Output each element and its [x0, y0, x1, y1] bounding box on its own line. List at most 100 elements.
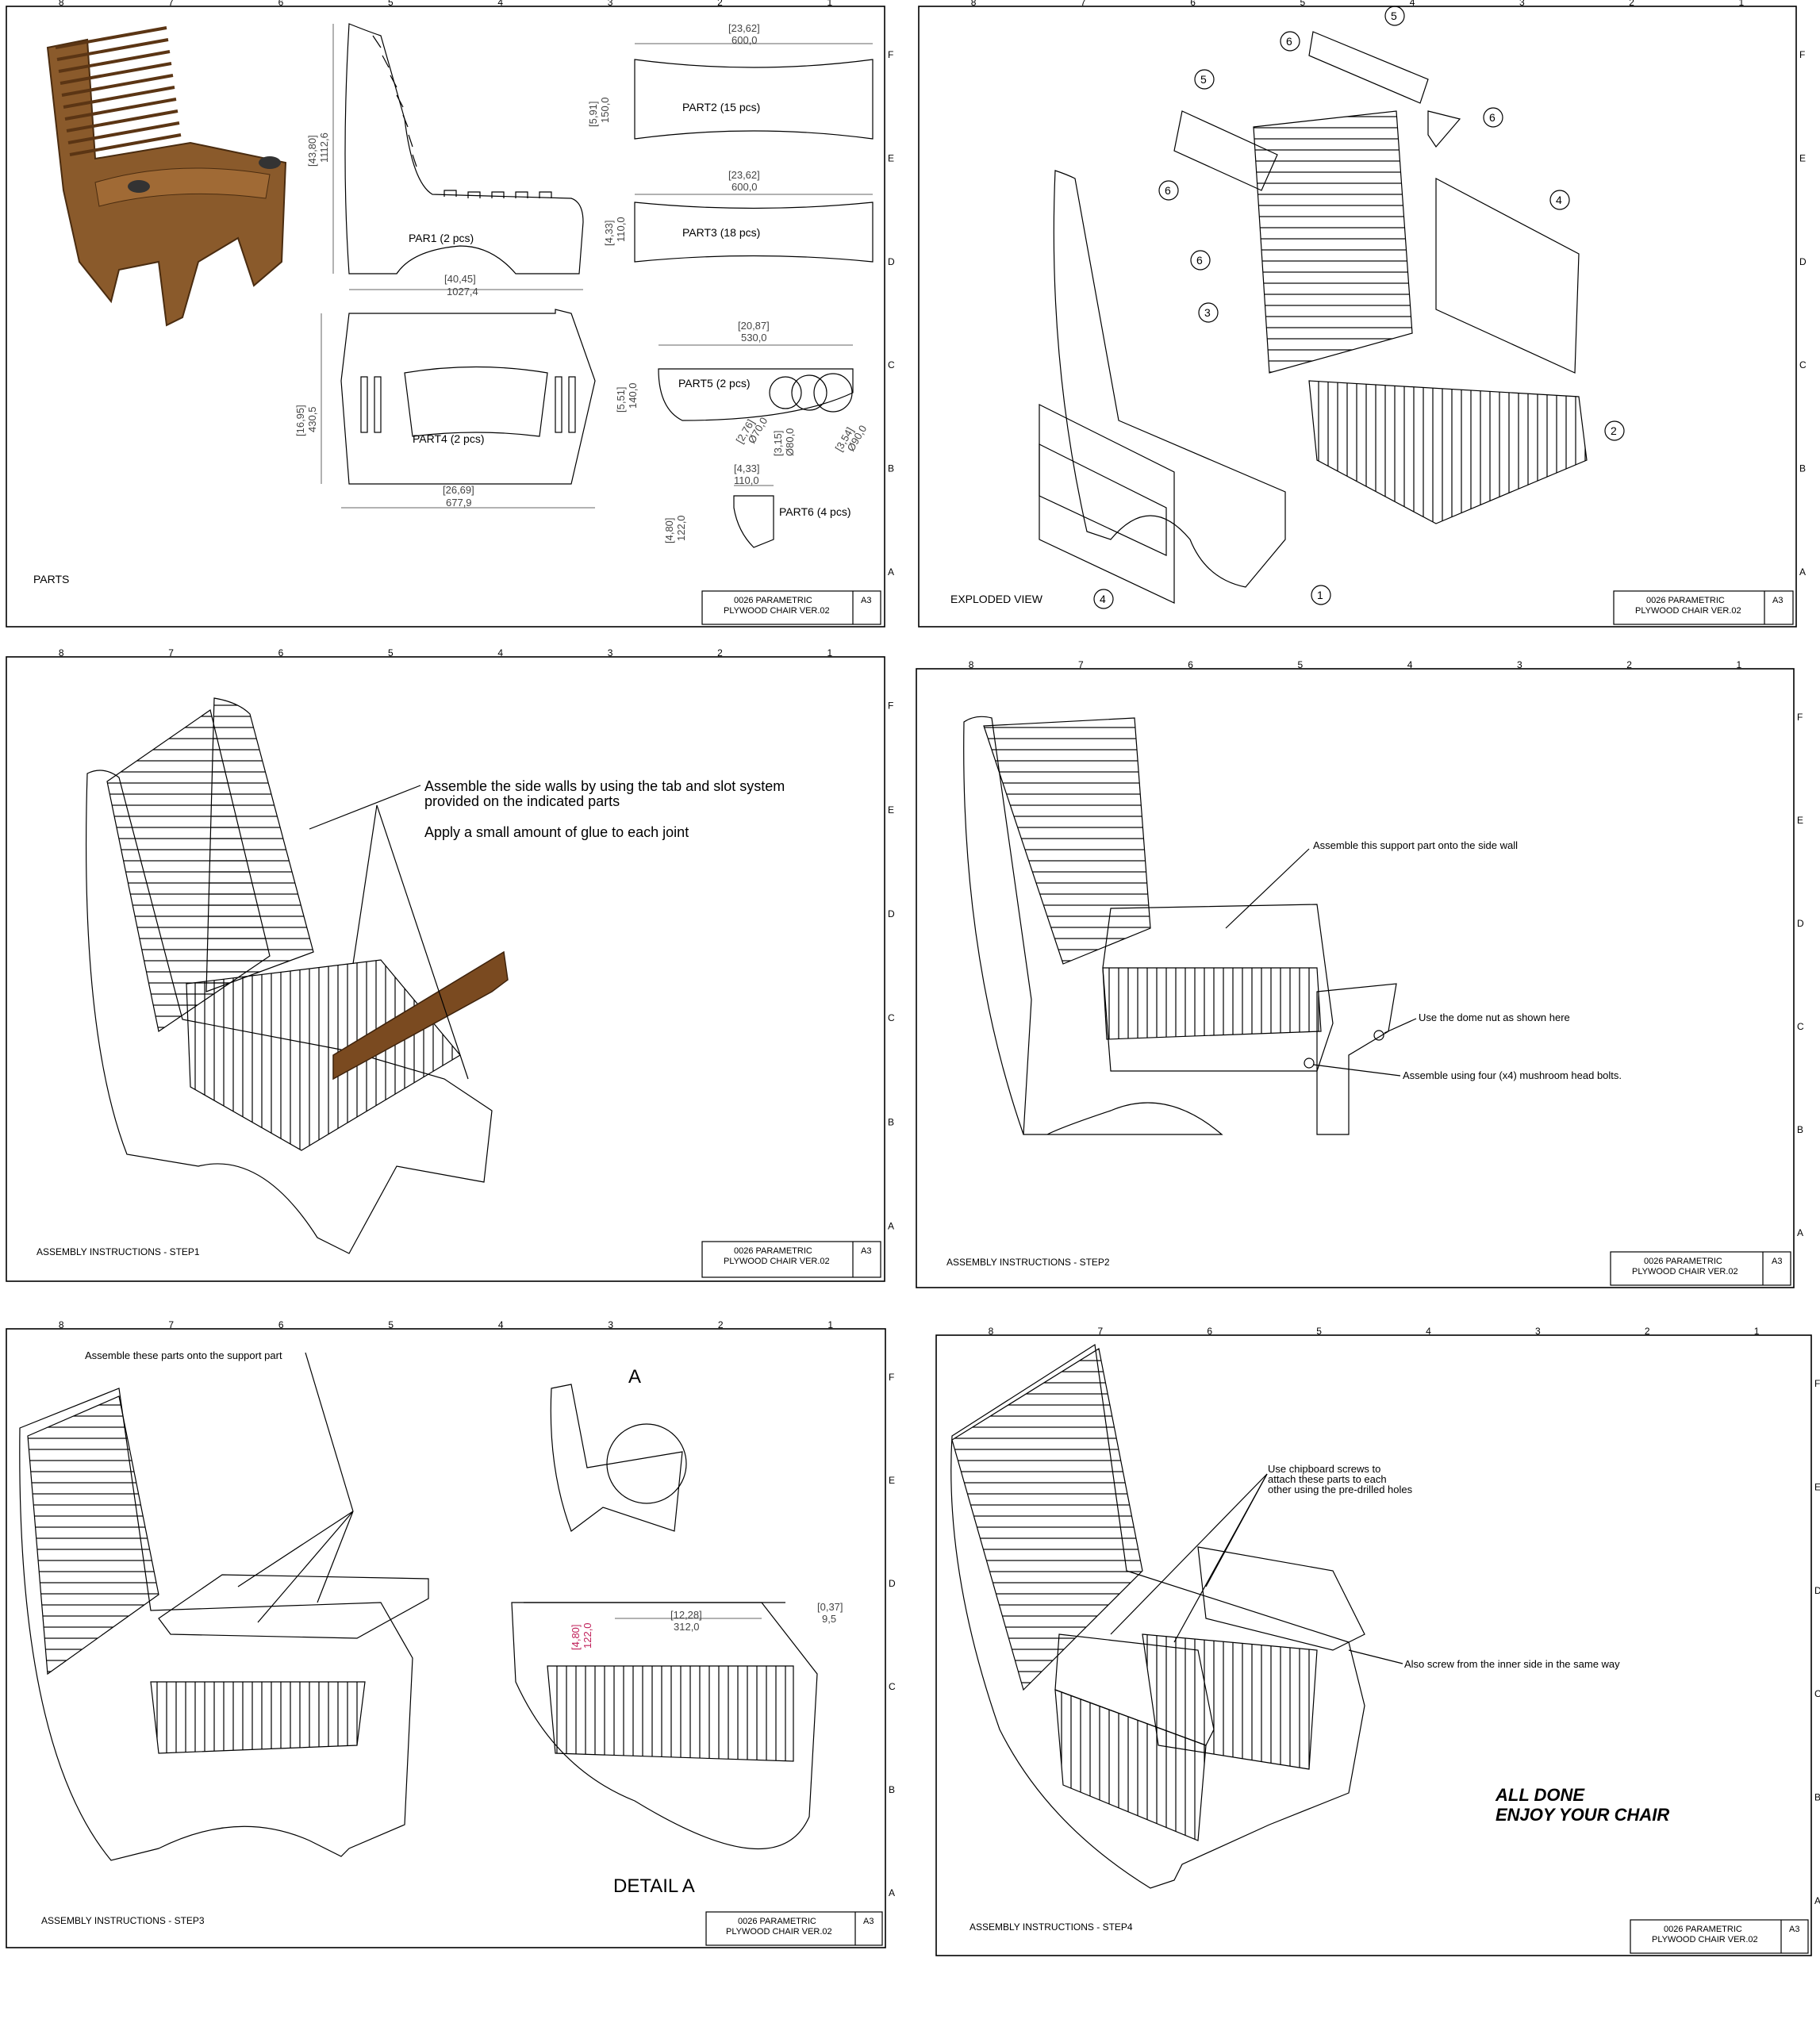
part3-dim-height-mm: 110,0: [615, 217, 627, 242]
zone-col-label: 1: [1754, 1326, 1760, 1337]
zone-col-label: 4: [498, 1319, 504, 1330]
title-line2: PLYWOOD CHAIR VER.02: [724, 1257, 830, 1266]
zone-col-label: 2: [1626, 659, 1632, 670]
title-size: A3: [863, 1917, 874, 1926]
zone-col-label: 7: [1097, 1326, 1103, 1337]
zone-col-label: 5: [388, 1319, 394, 1330]
zone-col-label: 5: [1298, 659, 1304, 670]
balloon: 6: [1165, 184, 1171, 197]
zone-row-label: F: [888, 701, 893, 712]
part5-hole2-in: [3,15]: [772, 430, 784, 456]
zone-col-label: 2: [717, 0, 723, 8]
step2-note1: Assemble this support part onto the side…: [1313, 839, 1518, 851]
zone-col-label: 4: [1410, 0, 1415, 8]
step3-dim1-in: [12,28]: [670, 1609, 702, 1621]
part6-dim-height-mm: 122,0: [675, 515, 687, 541]
part2-label: PART2 (15 pcs): [682, 101, 760, 113]
zone-col-label: 1: [827, 0, 832, 8]
zone-col-label: 8: [971, 0, 977, 8]
zone-row-label: E: [1799, 153, 1806, 164]
part5-hole2-mm: Ø80,0: [784, 428, 796, 456]
zone-col-label: 1: [1739, 0, 1745, 8]
part2-profile: [23,62] 600,0 [5,91] 150,0 PART2 (15 pcs…: [587, 22, 874, 140]
sheet-caption: ASSEMBLY INSTRUCTIONS - STEP3: [41, 1915, 205, 1926]
zone-col-label: 8: [59, 647, 64, 658]
balloon: 6: [1286, 35, 1292, 48]
part4-dim-width-in: [26,69]: [443, 484, 474, 496]
part2-dim-height-in: [5,91]: [587, 101, 599, 127]
title-size: A3: [1772, 596, 1783, 605]
balloon: 5: [1200, 73, 1207, 86]
zone-col-label: 3: [1519, 0, 1525, 8]
part3-dim-width-in: [23,62]: [728, 169, 760, 181]
sheet-step4: Use chipboard screws to attach these par…: [935, 1334, 1812, 1956]
sheet-exploded: 5 6 5 6 6 6 3 4 2 4 1 EXPLODED VIEW 0026…: [918, 6, 1797, 628]
balloon: 1: [1317, 589, 1323, 601]
title-line2: PLYWOOD CHAIR VER.02: [726, 1927, 832, 1937]
zone-row-label: A: [889, 1887, 895, 1898]
part1-dim-width-mm: 1027,4: [447, 286, 478, 298]
step3-dim3-mm: 9,5: [822, 1613, 836, 1625]
title-line1: 0026 PARAMETRIC: [738, 1917, 816, 1926]
sheet-caption: ASSEMBLY INSTRUCTIONS - STEP1: [36, 1246, 200, 1257]
zone-col-label: 2: [717, 647, 723, 658]
zone-row-label: C: [888, 1012, 895, 1023]
zone-row-label: E: [889, 1475, 895, 1486]
zone-col-label: 8: [59, 1319, 64, 1330]
zone-col-label: 6: [1188, 659, 1193, 670]
title-size: A3: [1772, 1257, 1782, 1266]
part5-profile: [20,87] 530,0 [5,51] 140,0 PART5 (2 pcs)…: [615, 320, 869, 456]
balloon: 3: [1204, 306, 1211, 319]
step3-dim3-in: [0,37]: [817, 1601, 843, 1613]
zone-row-label: A: [888, 566, 894, 578]
balloon: 4: [1100, 593, 1106, 605]
title-block: 0026 PARAMETRIC PLYWOOD CHAIR VER.02 A3: [1610, 1251, 1791, 1286]
zone-row-label: C: [1814, 1688, 1820, 1699]
zone-col-label: 6: [1207, 1326, 1212, 1337]
part1-profile: [43,80] 1112,6 [40,45] 1027,4 PAR1 (2 pc…: [306, 23, 584, 298]
zone-row-label: C: [888, 359, 895, 370]
step3-detail-view: [12,28] 312,0 [4,80] 122,0 [0,37] 9,5: [511, 1601, 843, 1850]
part1-dim-width-in: [40,45]: [444, 273, 476, 285]
step4-done-line1: ALL DONE: [1495, 1785, 1585, 1805]
sheet-step2: Assemble this support part onto the side…: [916, 668, 1795, 1288]
part6-label: PART6 (4 pcs): [779, 505, 851, 518]
step4-note2: Also screw from the inner side in the sa…: [1404, 1658, 1620, 1670]
zone-row-label: B: [888, 463, 894, 474]
zone-col-label: 5: [388, 0, 394, 8]
part6-dim-width-in: [4,33]: [734, 463, 760, 474]
zone-col-label: 3: [608, 1319, 613, 1330]
part6-profile: [4,33] 110,0 [4,80] 122,0 PART6 (4 pcs): [663, 463, 851, 548]
step3-chair: [19, 1352, 429, 1861]
part4-label: PART4 (2 pcs): [413, 432, 485, 445]
part3-dim-height-in: [4,33]: [603, 220, 615, 246]
zone-col-label: 7: [1081, 0, 1086, 8]
step3-detail-thumbnail: A: [550, 1366, 687, 1532]
zone-col-label: 2: [1645, 1326, 1650, 1337]
zone-col-label: 8: [59, 0, 64, 8]
zone-col-label: 4: [497, 0, 503, 8]
zone-row-label: A: [888, 1220, 894, 1231]
zone-col-label: 7: [168, 0, 174, 8]
title-line2: PLYWOOD CHAIR VER.02: [1632, 1267, 1738, 1276]
zone-col-label: 6: [278, 1319, 284, 1330]
zone-row-label: D: [888, 908, 895, 919]
step1-chair: [85, 697, 509, 1254]
step2-note2: Use the dome nut as shown here: [1419, 1012, 1570, 1023]
part5-dim-height-in: [5,51]: [615, 386, 627, 413]
step3-note1: Assemble these parts onto the support pa…: [85, 1349, 282, 1361]
title-line2: PLYWOOD CHAIR VER.02: [1635, 606, 1741, 616]
zone-row-label: F: [1797, 712, 1803, 723]
balloon-group: 5 6 5 6 6 6 3 4 2 4 1: [1093, 6, 1625, 609]
title-block: 0026 PARAMETRIC PLYWOOD CHAIR VER.02 A3: [701, 590, 881, 625]
zone-row-label: E: [1814, 1482, 1820, 1493]
zone-row-label: D: [1799, 256, 1807, 267]
zone-row-label: D: [1814, 1585, 1820, 1596]
zone-row-label: B: [1799, 463, 1806, 474]
step3-detail-label: A: [628, 1366, 641, 1388]
part5-dim-width-mm: 530,0: [741, 332, 767, 344]
zone-col-label: 4: [497, 647, 503, 658]
zone-col-label: 3: [608, 0, 613, 8]
sheet-border: [6, 1328, 886, 1948]
sheet-step3: Assemble these parts onto the support pa…: [6, 1328, 886, 1948]
